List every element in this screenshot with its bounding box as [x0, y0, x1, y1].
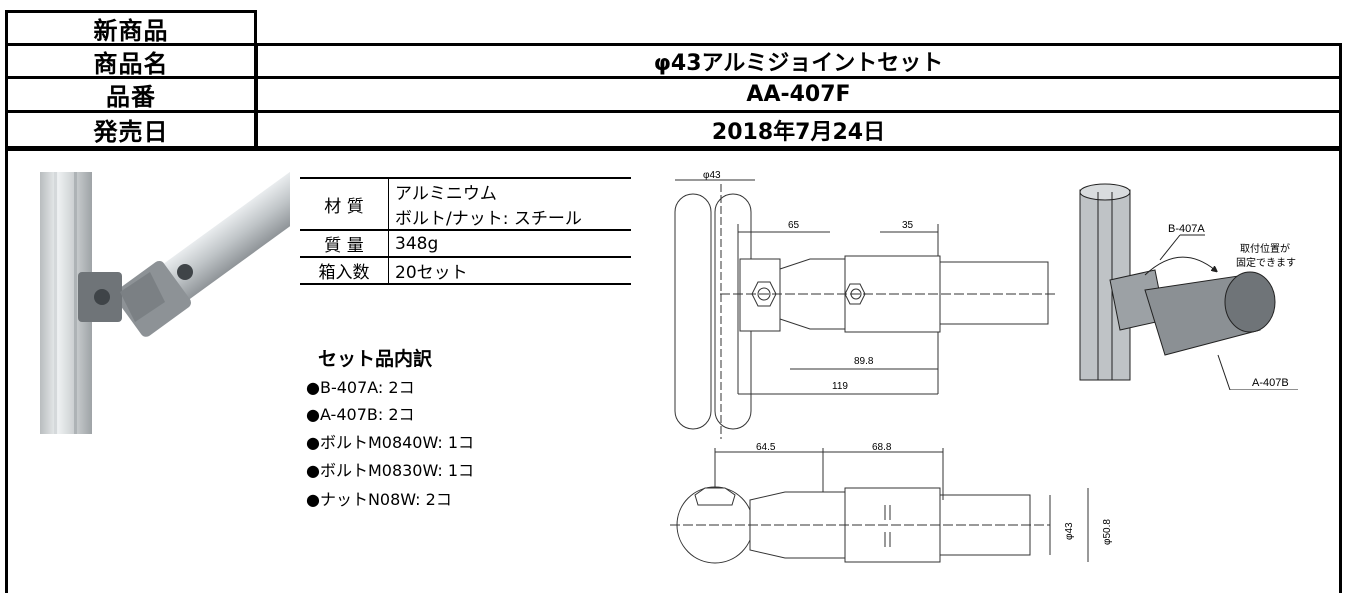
- product-photo: [40, 172, 290, 434]
- new-product-text: 新商品: [93, 17, 169, 45]
- iso-joint-a: [1144, 271, 1276, 356]
- release-date-label-text: 発売日: [93, 118, 169, 146]
- spec-table: 材 質 アルミニウム ボルト/ナット: スチール 質 量 348g 箱入数 20…: [300, 177, 631, 285]
- release-date-text: 2018年7月24日: [711, 119, 886, 145]
- box-qty-value: 20セット: [388, 257, 631, 285]
- weight-value: 348g: [388, 230, 631, 258]
- material-value-2: ボルト/ナット: スチール: [388, 204, 631, 231]
- dim-dia-50-8: φ50.8: [1102, 519, 1113, 545]
- set-item-1: ●B-407A: 2コ: [306, 378, 415, 397]
- product-code-label: 品番: [5, 79, 257, 113]
- bottom-technical-drawing: 64.5 68.8 φ43 φ50.8: [670, 442, 1113, 564]
- set-contents-title: セット品内訳: [318, 348, 433, 370]
- isometric-drawing: B-407A 取付位置が 固定できます A-407B: [1079, 183, 1298, 390]
- main-panel: [5, 148, 1342, 593]
- set-item-3: ●ボルトM0840W: 1コ: [306, 433, 475, 452]
- product-name-value: φ43アルミジョイントセット: [255, 43, 1342, 79]
- material-label: 材 質: [300, 178, 389, 231]
- product-name-label: 商品名: [5, 43, 257, 79]
- set-item-2: ●A-407B: 2コ: [306, 405, 415, 424]
- dim-diameter-43: φ43: [703, 170, 721, 181]
- set-item-5: ●ナットN08W: 2コ: [306, 490, 452, 509]
- label-b-407a: B-407A: [1168, 223, 1205, 235]
- release-date-label: 発売日: [5, 113, 257, 149]
- product-code-value: AA-407F: [255, 79, 1342, 113]
- dim-68-8: 68.8: [872, 442, 892, 453]
- dim-35: 35: [902, 220, 914, 231]
- box-qty-label: 箱入数: [300, 257, 389, 285]
- new-product-label: 新商品: [5, 10, 257, 45]
- set-item-4: ●ボルトM0830W: 1コ: [306, 461, 475, 480]
- dim-dia-43: φ43: [1064, 522, 1075, 540]
- product-name-label-text: 商品名: [93, 49, 169, 78]
- dim-65: 65: [788, 220, 800, 231]
- release-date-value: 2018年7月24日: [255, 113, 1342, 149]
- product-code-text: AA-407F: [746, 82, 851, 107]
- material-value-1: アルミニウム: [395, 184, 497, 204]
- note-line-2: 固定できます: [1236, 256, 1296, 269]
- dim-64-5: 64.5: [756, 442, 776, 453]
- weight-label: 質 量: [300, 230, 389, 258]
- dim-89-8: 89.8: [854, 356, 874, 367]
- product-name-text: φ43アルミジョイントセット: [653, 51, 944, 76]
- top-technical-drawing: φ43 65 35 89.8 119: [674, 170, 1055, 439]
- product-code-label-text: 品番: [106, 83, 156, 111]
- note-line-1: 取付位置が: [1240, 242, 1290, 255]
- dim-119: 119: [832, 381, 848, 392]
- label-a-407b: A-407B: [1252, 377, 1289, 389]
